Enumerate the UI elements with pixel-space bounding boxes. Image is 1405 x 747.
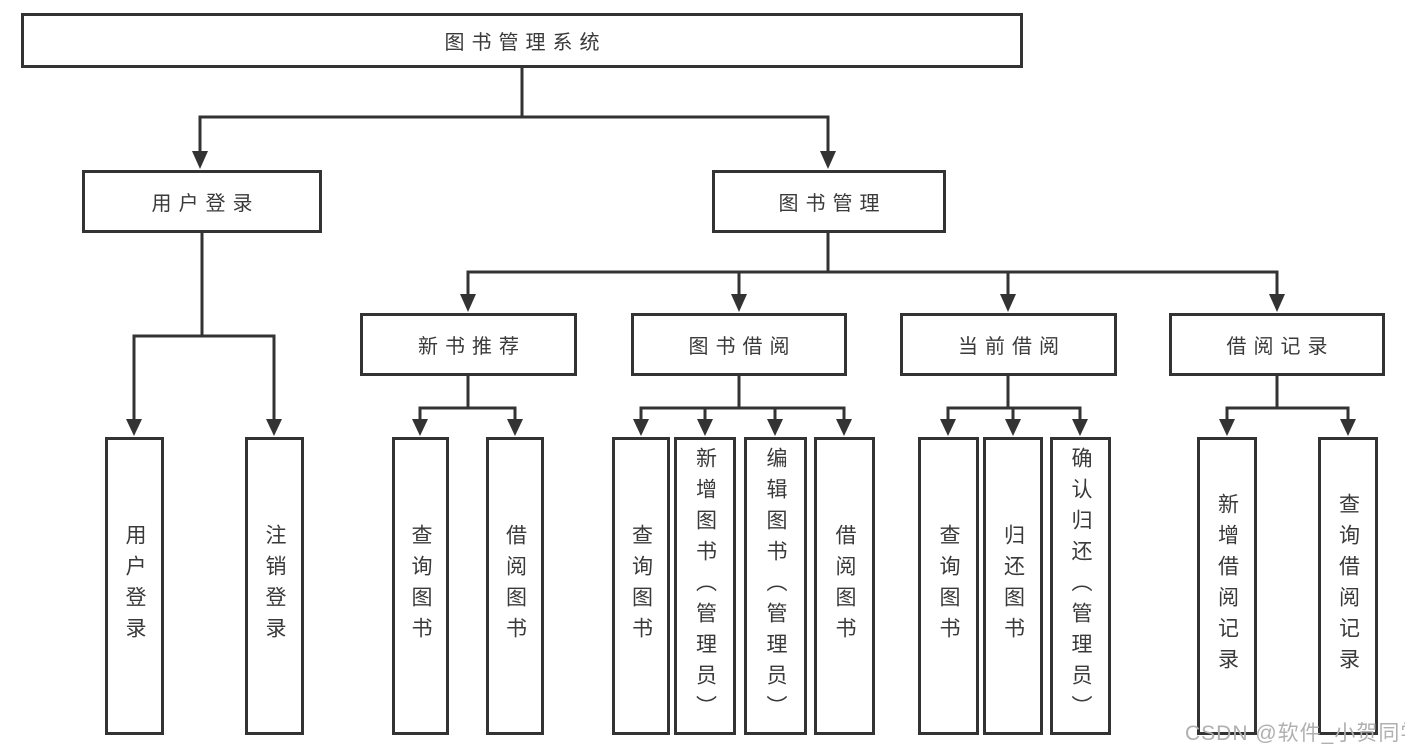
node-query-book-current: 查询图书 (918, 437, 979, 735)
node-book-mgmt: 图书管理 (712, 170, 946, 233)
node-logout-leaf: 注销登录 (245, 437, 304, 735)
node-user-login-leaf: 用户登录 (105, 437, 164, 735)
arrowheads (126, 151, 1356, 436)
node-borrow-book-newrec: 借阅图书 (486, 437, 544, 735)
node-query-book-borrow: 查询图书 (612, 437, 670, 735)
node-edit-book-admin: 编辑图书（管理员） (744, 437, 807, 735)
node-add-borrow-record: 新增借阅记录 (1197, 437, 1257, 735)
node-current-borrow: 当前借阅 (900, 313, 1117, 376)
node-borrow-record: 借阅记录 (1169, 313, 1385, 376)
node-book-borrow: 图书借阅 (631, 313, 847, 376)
node-new-book-rec: 新书推荐 (360, 313, 577, 376)
node-add-book-admin: 新增图书（管理员） (674, 437, 736, 735)
node-query-borrow-record: 查询借阅记录 (1318, 437, 1378, 735)
node-confirm-return-admin: 确认归还（管理员） (1050, 437, 1111, 735)
node-query-book-newrec: 查询图书 (392, 437, 449, 735)
node-borrow-book-borrow: 借阅图书 (814, 437, 875, 735)
node-root: 图书管理系统 (21, 13, 1023, 68)
node-return-book: 归还图书 (983, 437, 1043, 735)
csdn-watermark: CSDN @软件_小贺同学 (1185, 722, 1405, 745)
node-user-login: 用户登录 (82, 170, 322, 233)
